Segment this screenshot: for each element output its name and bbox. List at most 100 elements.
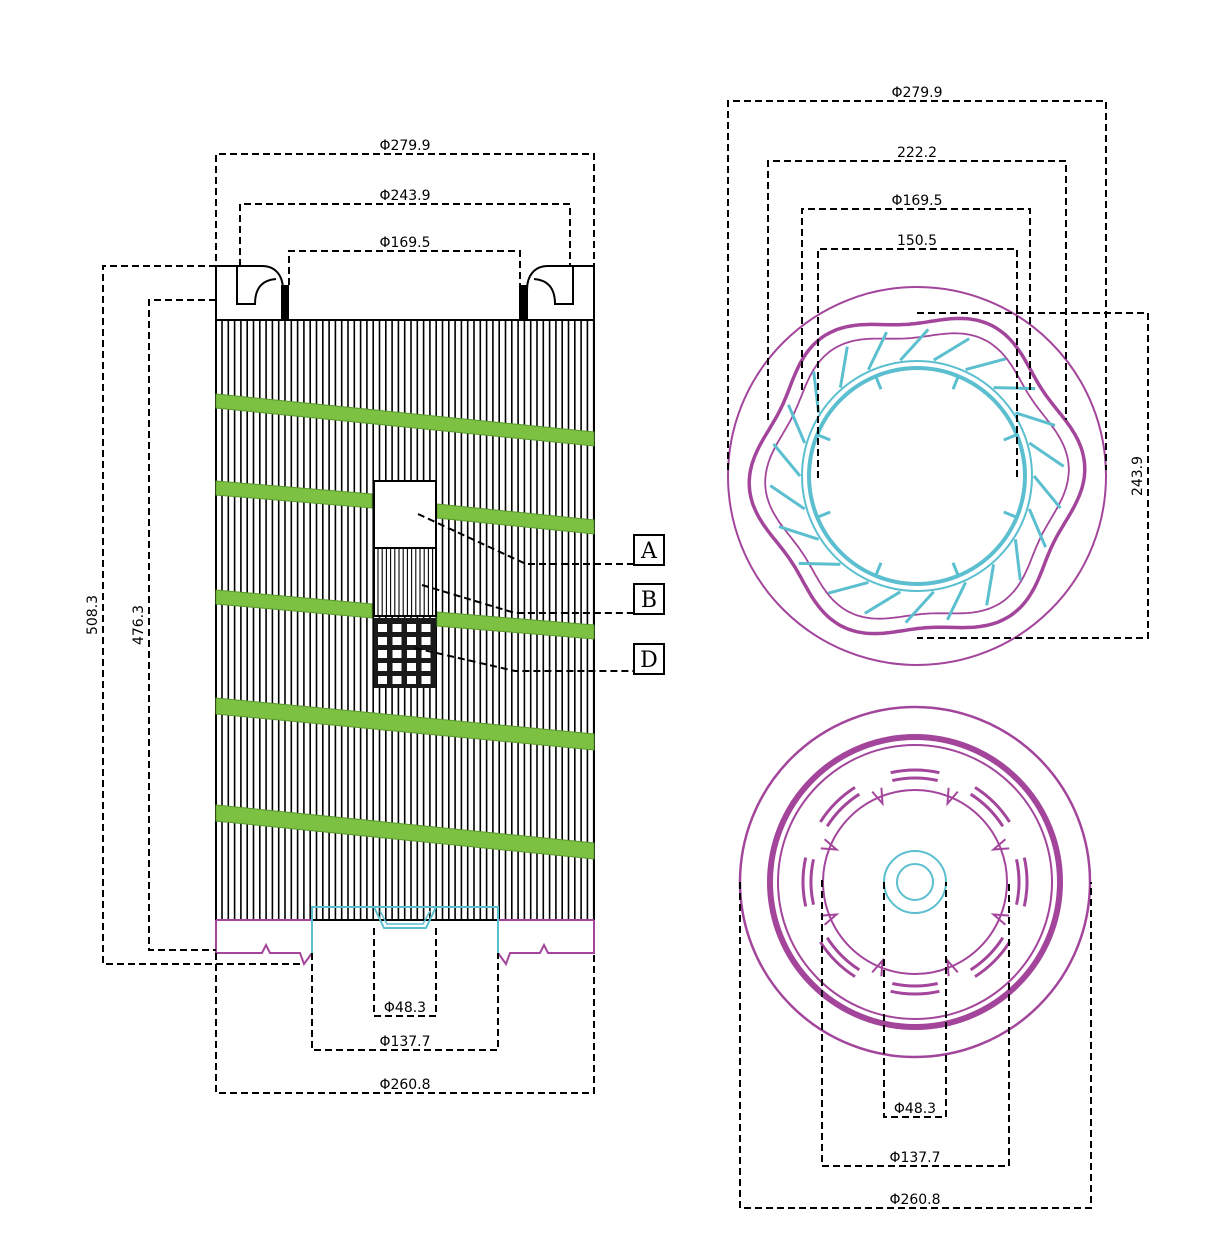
detail-window-b: [377, 548, 434, 616]
cap-right-seal: [519, 285, 527, 320]
bottom-slot-inner: [1015, 858, 1021, 906]
bottom-slot-inner: [969, 936, 1005, 972]
detail-d-cell: [421, 637, 431, 645]
detail-d-cell: [392, 663, 402, 671]
detail-window-d: [374, 618, 436, 688]
top-end-cap: [215, 265, 595, 321]
dim-label: 150.5: [897, 233, 937, 249]
dim-label: Φ48.3: [894, 1101, 936, 1117]
bottom-slot-inner: [969, 792, 1005, 828]
support-wrap: [215, 393, 595, 447]
dim-label: 222.2: [897, 145, 937, 161]
bottom-slot-inner: [891, 982, 939, 988]
dim-label: Φ279.9: [379, 138, 430, 154]
support-wrap: [215, 697, 595, 751]
top-core-inner: [807, 366, 1027, 586]
cap-right-detail: [533, 266, 574, 305]
bottom-slot-inner: [891, 776, 939, 782]
bottom-rib: [990, 913, 1010, 926]
bottom-rib: [820, 838, 840, 851]
detail-d-cell: [378, 676, 387, 684]
bottom-slot-outer: [819, 786, 856, 823]
detail-d-cell: [421, 650, 431, 658]
support-blade: [867, 331, 888, 371]
dim-line: [288, 250, 521, 285]
bottom-view: Φ48.3 Φ137.7 Φ260.8: [738, 705, 1092, 1209]
detail-d-cell: [392, 676, 402, 684]
top-view: Φ279.9 222.2 Φ169.5 150.5 243.9: [727, 85, 1149, 666]
support-blade: [772, 442, 802, 477]
detail-d-cell: [378, 663, 387, 671]
top-dimensions: Φ279.9 222.2 Φ169.5 150.5 243.9: [727, 85, 1149, 639]
callout-d: D: [633, 643, 665, 675]
callout-box: [633, 643, 665, 675]
cap-left-seal: [281, 285, 289, 320]
core-tooth: [1003, 433, 1018, 442]
support-wrap: [215, 480, 373, 509]
core-tooth: [816, 510, 831, 519]
bottom-slots: [801, 768, 1029, 996]
support-blade: [932, 337, 970, 362]
dim-label: Φ137.7: [379, 1034, 430, 1050]
callout-a: A: [633, 534, 665, 566]
support-blade: [1028, 441, 1065, 468]
dim-line: [883, 882, 947, 1118]
detail-window-b-bg: [374, 548, 436, 616]
support-blade: [965, 357, 1007, 372]
support-blade: [798, 561, 841, 566]
support-blade: [904, 590, 935, 624]
detail-d-cell: [392, 637, 402, 645]
bottom-opening: [311, 906, 499, 953]
leader-a: [417, 513, 634, 565]
dim-line: [215, 153, 595, 316]
top-wave-inner: [764, 332, 1070, 620]
side-dimensions: Φ279.9 Φ243.9 Φ169.5 508.3 476.3 Φ48.3 Φ…: [85, 138, 595, 1094]
top-wave-outer: [747, 316, 1087, 636]
support-blade: [769, 484, 806, 511]
bottom-rib: [871, 957, 884, 977]
callout-box: [633, 534, 665, 566]
dim-label: Φ260.8: [379, 1077, 430, 1093]
leader-d: [414, 647, 634, 672]
detail-d-cell: [378, 624, 387, 632]
detail-window-b-outline: [373, 547, 437, 617]
detail-d-cell: [421, 663, 431, 671]
core-tooth: [874, 562, 883, 577]
detail-d-cell: [392, 624, 402, 632]
dim-line: [821, 880, 1010, 1167]
bottom-rib: [946, 957, 959, 977]
callout-leaders: [414, 513, 634, 672]
top-core-outer: [801, 360, 1033, 592]
detail-d-cell: [407, 676, 416, 684]
callout-box: [633, 583, 665, 615]
support-blade: [1013, 539, 1022, 581]
detail-d-cell: [407, 637, 416, 645]
callout-label: A: [640, 539, 658, 564]
bottom-rim: [767, 734, 1063, 1030]
detail-d-cell: [421, 624, 431, 632]
bottom-rim-inner: [777, 744, 1053, 1020]
bottom-rib: [871, 787, 884, 807]
top-support-blades: [769, 328, 1065, 624]
support-blade: [985, 564, 996, 606]
cap-right-profile: [526, 265, 595, 320]
support-blade: [827, 580, 869, 595]
dim-label: Φ169.5: [891, 193, 942, 209]
dim-line: [373, 928, 437, 1017]
bottom-cap-left: [215, 920, 313, 967]
bottom-slot-inner: [809, 858, 815, 906]
support-blade: [864, 590, 902, 615]
dim-line: [917, 312, 1149, 639]
dim-line: [215, 953, 595, 1094]
bottom-hub-inner: [379, 910, 431, 925]
bottom-rib: [820, 913, 840, 926]
detail-d-cell: [378, 637, 387, 645]
core-tooth: [951, 562, 960, 577]
support-wrap: [436, 611, 595, 640]
support-wrap: [215, 589, 373, 619]
bottom-hub-outer: [883, 850, 947, 914]
bottom-slot-outer: [890, 768, 940, 775]
dim-label: 508.3: [85, 595, 101, 635]
cap-left-detail: [236, 266, 277, 305]
bottom-slot-inner: [825, 792, 861, 828]
